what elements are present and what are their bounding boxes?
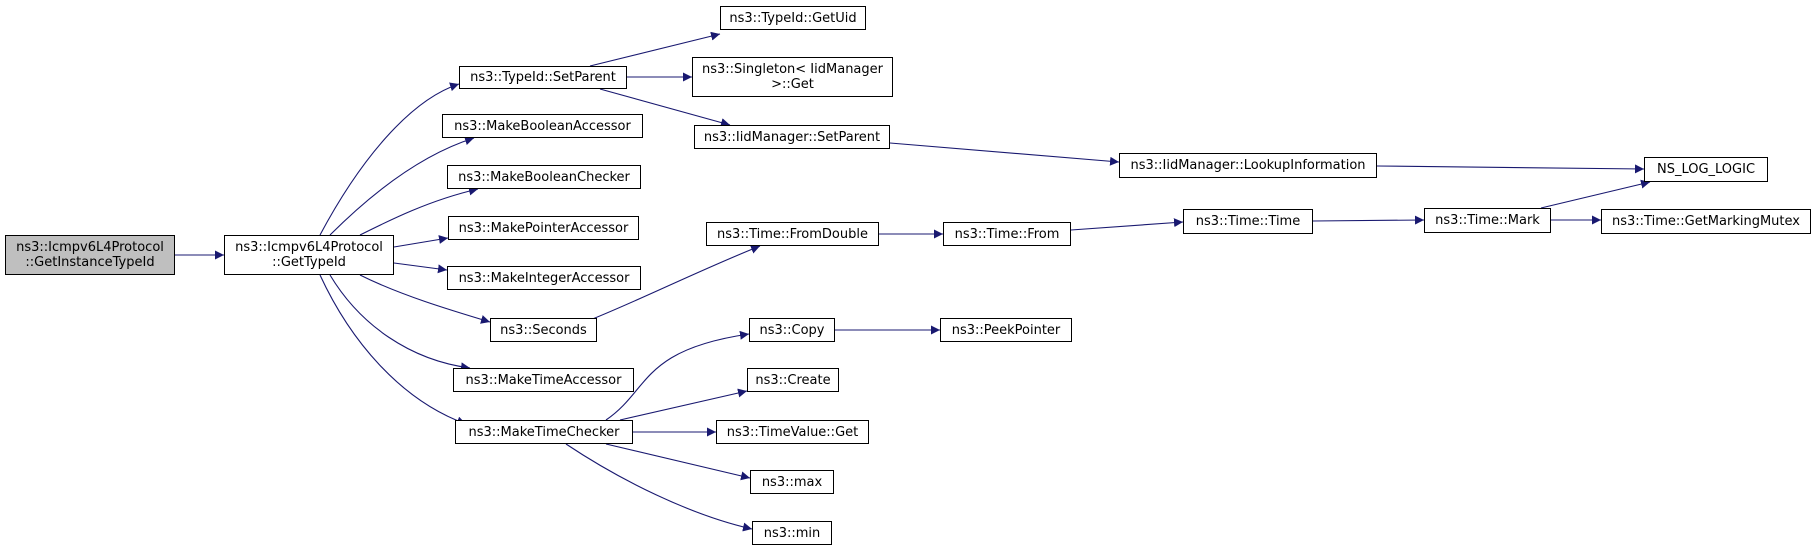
node-make-boolean-accessor[interactable]: ns3::MakeBooleanAccessor [442,114,643,138]
node-label: ns3::PeekPointer [951,322,1061,338]
node-ns-log-logic[interactable]: NS_LOG_LOGIC [1644,157,1768,182]
edge-lookup-information-to-ns-log-logic [1376,164,1645,174]
node-label-line-1: ns3::Singleton< IidManager [701,62,883,77]
node-make-pointer-accessor[interactable]: ns3::MakePointerAccessor [448,216,639,240]
node-label: ns3::max [761,474,823,490]
node-make-boolean-checker[interactable]: ns3::MakeBooleanChecker [447,165,641,189]
node-label: ns3::IidManager::SetParent [703,129,881,145]
node-label-line-1: ns3::Icmpv6L4Protocol [235,240,383,255]
node-time-time[interactable]: ns3::Time::Time [1183,209,1313,234]
node-typeid-get-uid[interactable]: ns3::TypeId::GetUid [720,6,866,30]
edge-seconds-to-time-from-double [589,245,761,321]
edge-make-time-checker-to-copy [605,330,750,421]
node-label: ns3::TypeId::GetUid [729,10,857,26]
node-get-marking-mutex[interactable]: ns3::Time::GetMarkingMutex [1601,209,1811,234]
node-singleton-get[interactable]: ns3::Singleton< IidManager >::Get [692,57,893,97]
edge-get-type-id-to-make-pointer-accessor [393,235,449,248]
edge-get-type-id-to-make-time-accessor [329,274,471,372]
node-label: ns3::MakeIntegerAccessor [458,270,630,286]
node-label: ns3::min [763,525,821,541]
edge-get-type-id-to-make-boolean-checker [359,186,479,236]
node-label: ns3::Seconds [500,322,587,338]
node-label: ns3::Time::Mark [1435,213,1540,228]
node-label: ns3::MakeTimeAccessor [465,372,622,388]
node-label-line-2: ::GetTypeId [272,255,346,270]
node-create[interactable]: ns3::Create [747,368,839,392]
edge-time-time-to-time-mark [1312,215,1425,225]
node-seconds[interactable]: ns3::Seconds [490,318,597,342]
node-label: ns3::Time::GetMarkingMutex [1612,214,1800,229]
edge-iidmanager-set-parent-to-lookup-information [889,142,1120,166]
node-label: ns3::MakeBooleanAccessor [454,118,631,134]
edge-time-mark-to-ns-log-logic [1540,179,1651,209]
node-max[interactable]: ns3::max [750,470,834,494]
node-lookup-information[interactable]: ns3::IidManager::LookupInformation [1119,153,1377,178]
edge-get-type-id-to-make-integer-accessor [393,262,448,274]
node-time-mark[interactable]: ns3::Time::Mark [1424,208,1551,233]
edge-get-type-id-to-make-boolean-accessor [329,136,475,236]
node-label-line-2: >::Get [771,77,814,92]
node-label: ns3::Time::From [954,226,1060,242]
edge-get-type-id-to-make-time-checker [319,274,467,426]
node-label: ns3::MakeTimeChecker [468,424,620,440]
node-make-time-accessor[interactable]: ns3::MakeTimeAccessor [453,368,634,392]
node-copy[interactable]: ns3::Copy [749,318,835,342]
node-time-from-double[interactable]: ns3::Time::FromDouble [706,222,879,246]
edge-get-type-id-to-typeid-set-parent [319,82,460,236]
node-iidmanager-set-parent[interactable]: ns3::IidManager::SetParent [694,125,890,149]
node-label: ns3::MakePointerAccessor [458,220,629,236]
node-timevalue-get[interactable]: ns3::TimeValue::Get [716,420,869,444]
edge-typeid-set-parent-to-typeid-get-uid [589,31,721,67]
node-label-line-2: ::GetInstanceTypeId [25,255,155,270]
node-label: ns3::TimeValue::Get [726,424,859,440]
node-peek-pointer[interactable]: ns3::PeekPointer [940,318,1072,342]
edge-make-time-checker-to-max [605,443,751,481]
node-get-instance-type-id: ns3::Icmpv6L4Protocol ::GetInstanceTypeI… [5,235,175,275]
edge-time-from-to-time-time [1070,218,1184,231]
node-get-type-id[interactable]: ns3::Icmpv6L4Protocol ::GetTypeId [224,235,394,275]
edge-make-time-checker-to-create [619,388,748,421]
edge-get-type-id-to-seconds [359,274,491,324]
node-label: ns3::Time::Time [1195,214,1301,229]
node-label-line-1: ns3::Icmpv6L4Protocol [16,240,164,255]
node-label: ns3::Time::FromDouble [717,226,868,242]
node-label: ns3::IidManager::LookupInformation [1130,158,1366,173]
node-min[interactable]: ns3::min [752,521,832,545]
node-typeid-set-parent[interactable]: ns3::TypeId::SetParent [459,66,627,89]
node-label: ns3::Copy [759,322,825,338]
node-time-from[interactable]: ns3::Time::From [943,222,1071,246]
node-label: ns3::TypeId::SetParent [470,70,616,85]
node-label: NS_LOG_LOGIC [1656,162,1756,177]
edge-typeid-set-parent-to-iidmanager-set-parent [599,88,731,127]
node-label: ns3::MakeBooleanChecker [458,169,630,185]
node-make-integer-accessor[interactable]: ns3::MakeIntegerAccessor [447,266,641,290]
edge-make-time-checker-to-min [565,443,753,532]
node-label: ns3::Create [755,372,831,388]
node-make-time-checker[interactable]: ns3::MakeTimeChecker [455,420,633,444]
